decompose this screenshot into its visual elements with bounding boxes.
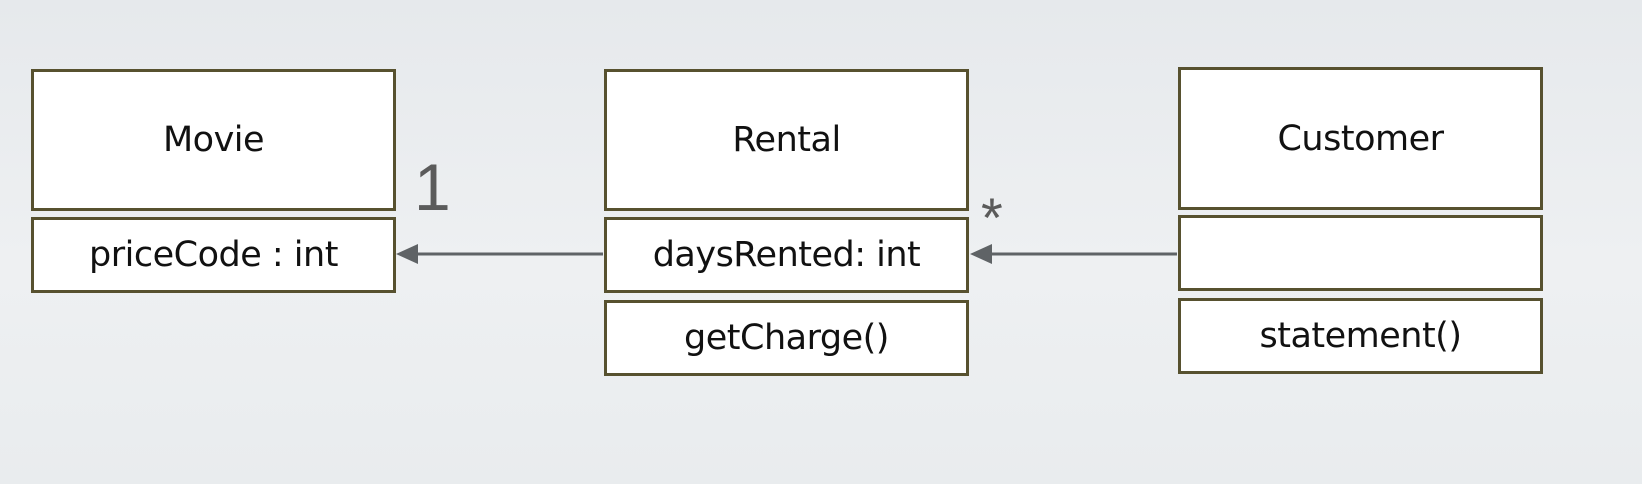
association-rental-to-movie (396, 244, 603, 264)
multiplicity-movie-one: 1 (414, 150, 451, 224)
customer-class-name: Customer (1178, 67, 1543, 210)
customer-method-statement: statement() (1178, 298, 1543, 374)
rental-attribute-days-rented: daysRented: int (604, 217, 969, 293)
movie-class-name: Movie (31, 69, 396, 211)
rental-class-name: Rental (604, 69, 969, 211)
multiplicity-rental-many: * (981, 186, 1003, 249)
rental-method-get-charge: getCharge() (604, 300, 969, 376)
arrowhead-to-movie-icon (396, 244, 418, 264)
movie-attribute-price-code: priceCode : int (31, 217, 396, 293)
customer-attributes-empty (1178, 215, 1543, 291)
